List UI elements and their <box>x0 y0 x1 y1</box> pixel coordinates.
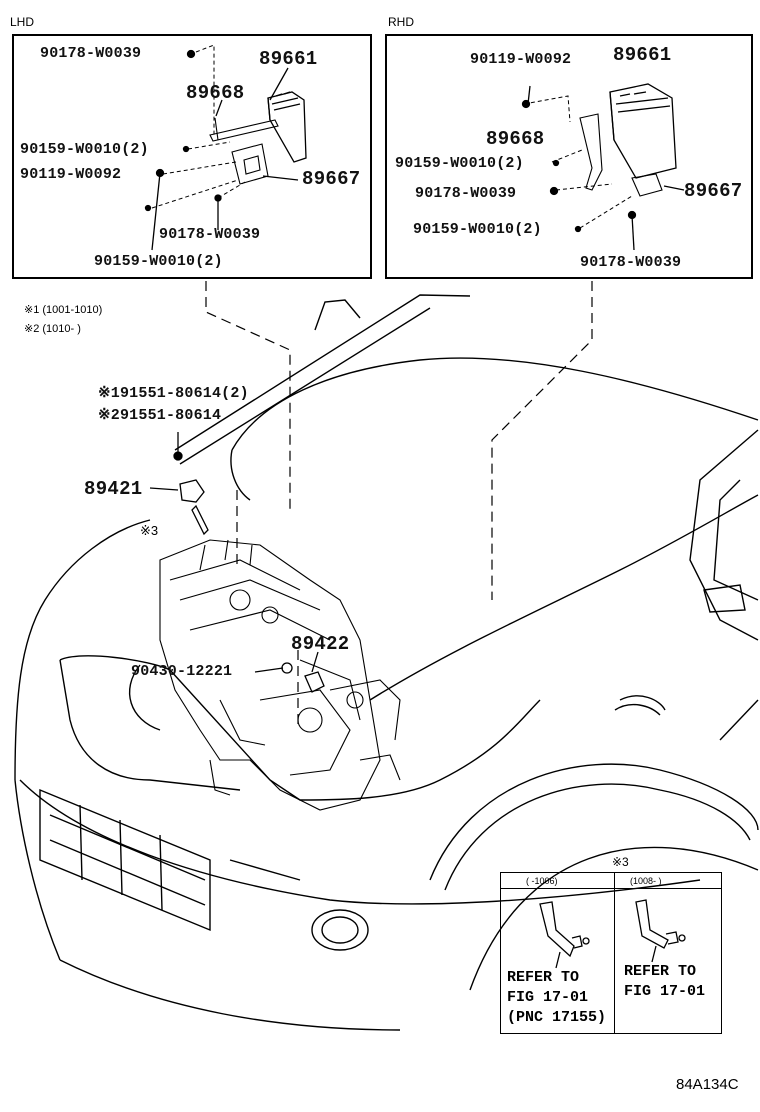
label-90430: 90430-12221 <box>131 663 233 680</box>
inset-col2-line2: FIG 17-01 <box>624 983 706 1000</box>
rhd-bracket-89667 <box>631 173 663 197</box>
lhd-label-90178-bottom: 90178-W0039 <box>159 226 261 243</box>
lhd-label-90159-b: 90159-W0010(2) <box>94 253 223 270</box>
rhd-label-89668: 89668 <box>486 128 545 150</box>
lhd-label-89668: 89668 <box>186 82 245 104</box>
rhd-label-90178-b: 90178-W0039 <box>580 254 682 271</box>
hose-new-icon <box>635 899 686 963</box>
engine-assembly <box>159 539 401 811</box>
rhd-panel-frame <box>385 34 753 279</box>
inset-column-divider <box>614 872 615 1034</box>
inset-header-divider <box>500 888 722 889</box>
figure-code: 84A134C <box>676 1076 739 1093</box>
rhd-label-90159-b: 90159-W0010(2) <box>413 221 542 238</box>
lhd-panel-frame <box>12 34 372 279</box>
lhd-label-90178-top: 90178-W0039 <box>40 45 142 62</box>
note-2: ※2 (1010- ) <box>24 323 81 335</box>
inset-col2-header: (1008- ) <box>630 876 662 886</box>
inset-frame <box>500 872 722 1034</box>
inset-title: ※3 <box>612 855 629 869</box>
sensor-89422 <box>254 651 325 693</box>
lhd-label-89667: 89667 <box>302 168 361 190</box>
rhd-label-89661: 89661 <box>613 44 672 66</box>
lhd-label-89661: 89661 <box>259 48 318 70</box>
vehicle-body-outline <box>14 294 759 1031</box>
label-89422: 89422 <box>291 633 350 655</box>
label-89421: 89421 <box>84 478 143 500</box>
rhd-panel-title: RHD <box>388 15 414 29</box>
sensor-89421 <box>149 432 209 536</box>
lhd-label-90119: 90119-W0092 <box>20 166 122 183</box>
label-91551-2: ※291551-80614 <box>98 407 222 424</box>
inset-col1-line2: FIG 17-01 <box>507 989 589 1006</box>
inset-col1-line1: REFER TO <box>507 969 580 986</box>
inset-col2-line1: REFER TO <box>624 963 697 980</box>
rhd-label-89667: 89667 <box>684 180 743 202</box>
rhd-bracket-89668 <box>579 113 603 191</box>
inset-col1-header: ( -1006) <box>526 876 558 886</box>
note-1: ※1 (1001-1010) <box>24 304 103 316</box>
inset-col1-line3: (PNC 17155) <box>507 1009 607 1026</box>
lhd-label-90159-a: 90159-W0010(2) <box>20 141 149 158</box>
rhd-label-90178-a: 90178-W0039 <box>415 185 517 202</box>
lhd-panel-title: LHD <box>10 15 35 29</box>
rhd-label-90159-a: 90159-W0010(2) <box>395 155 524 172</box>
rhd-ecu-89661 <box>609 83 677 179</box>
rhd-label-90119: 90119-W0092 <box>470 51 572 68</box>
label-91551-1: ※191551-80614(2) <box>98 385 249 402</box>
lhd-bracket-89668 <box>209 117 279 142</box>
label-mark-3: ※3 <box>140 523 159 538</box>
hose-old-icon <box>539 901 590 969</box>
lhd-ecu-89661 <box>267 91 307 163</box>
